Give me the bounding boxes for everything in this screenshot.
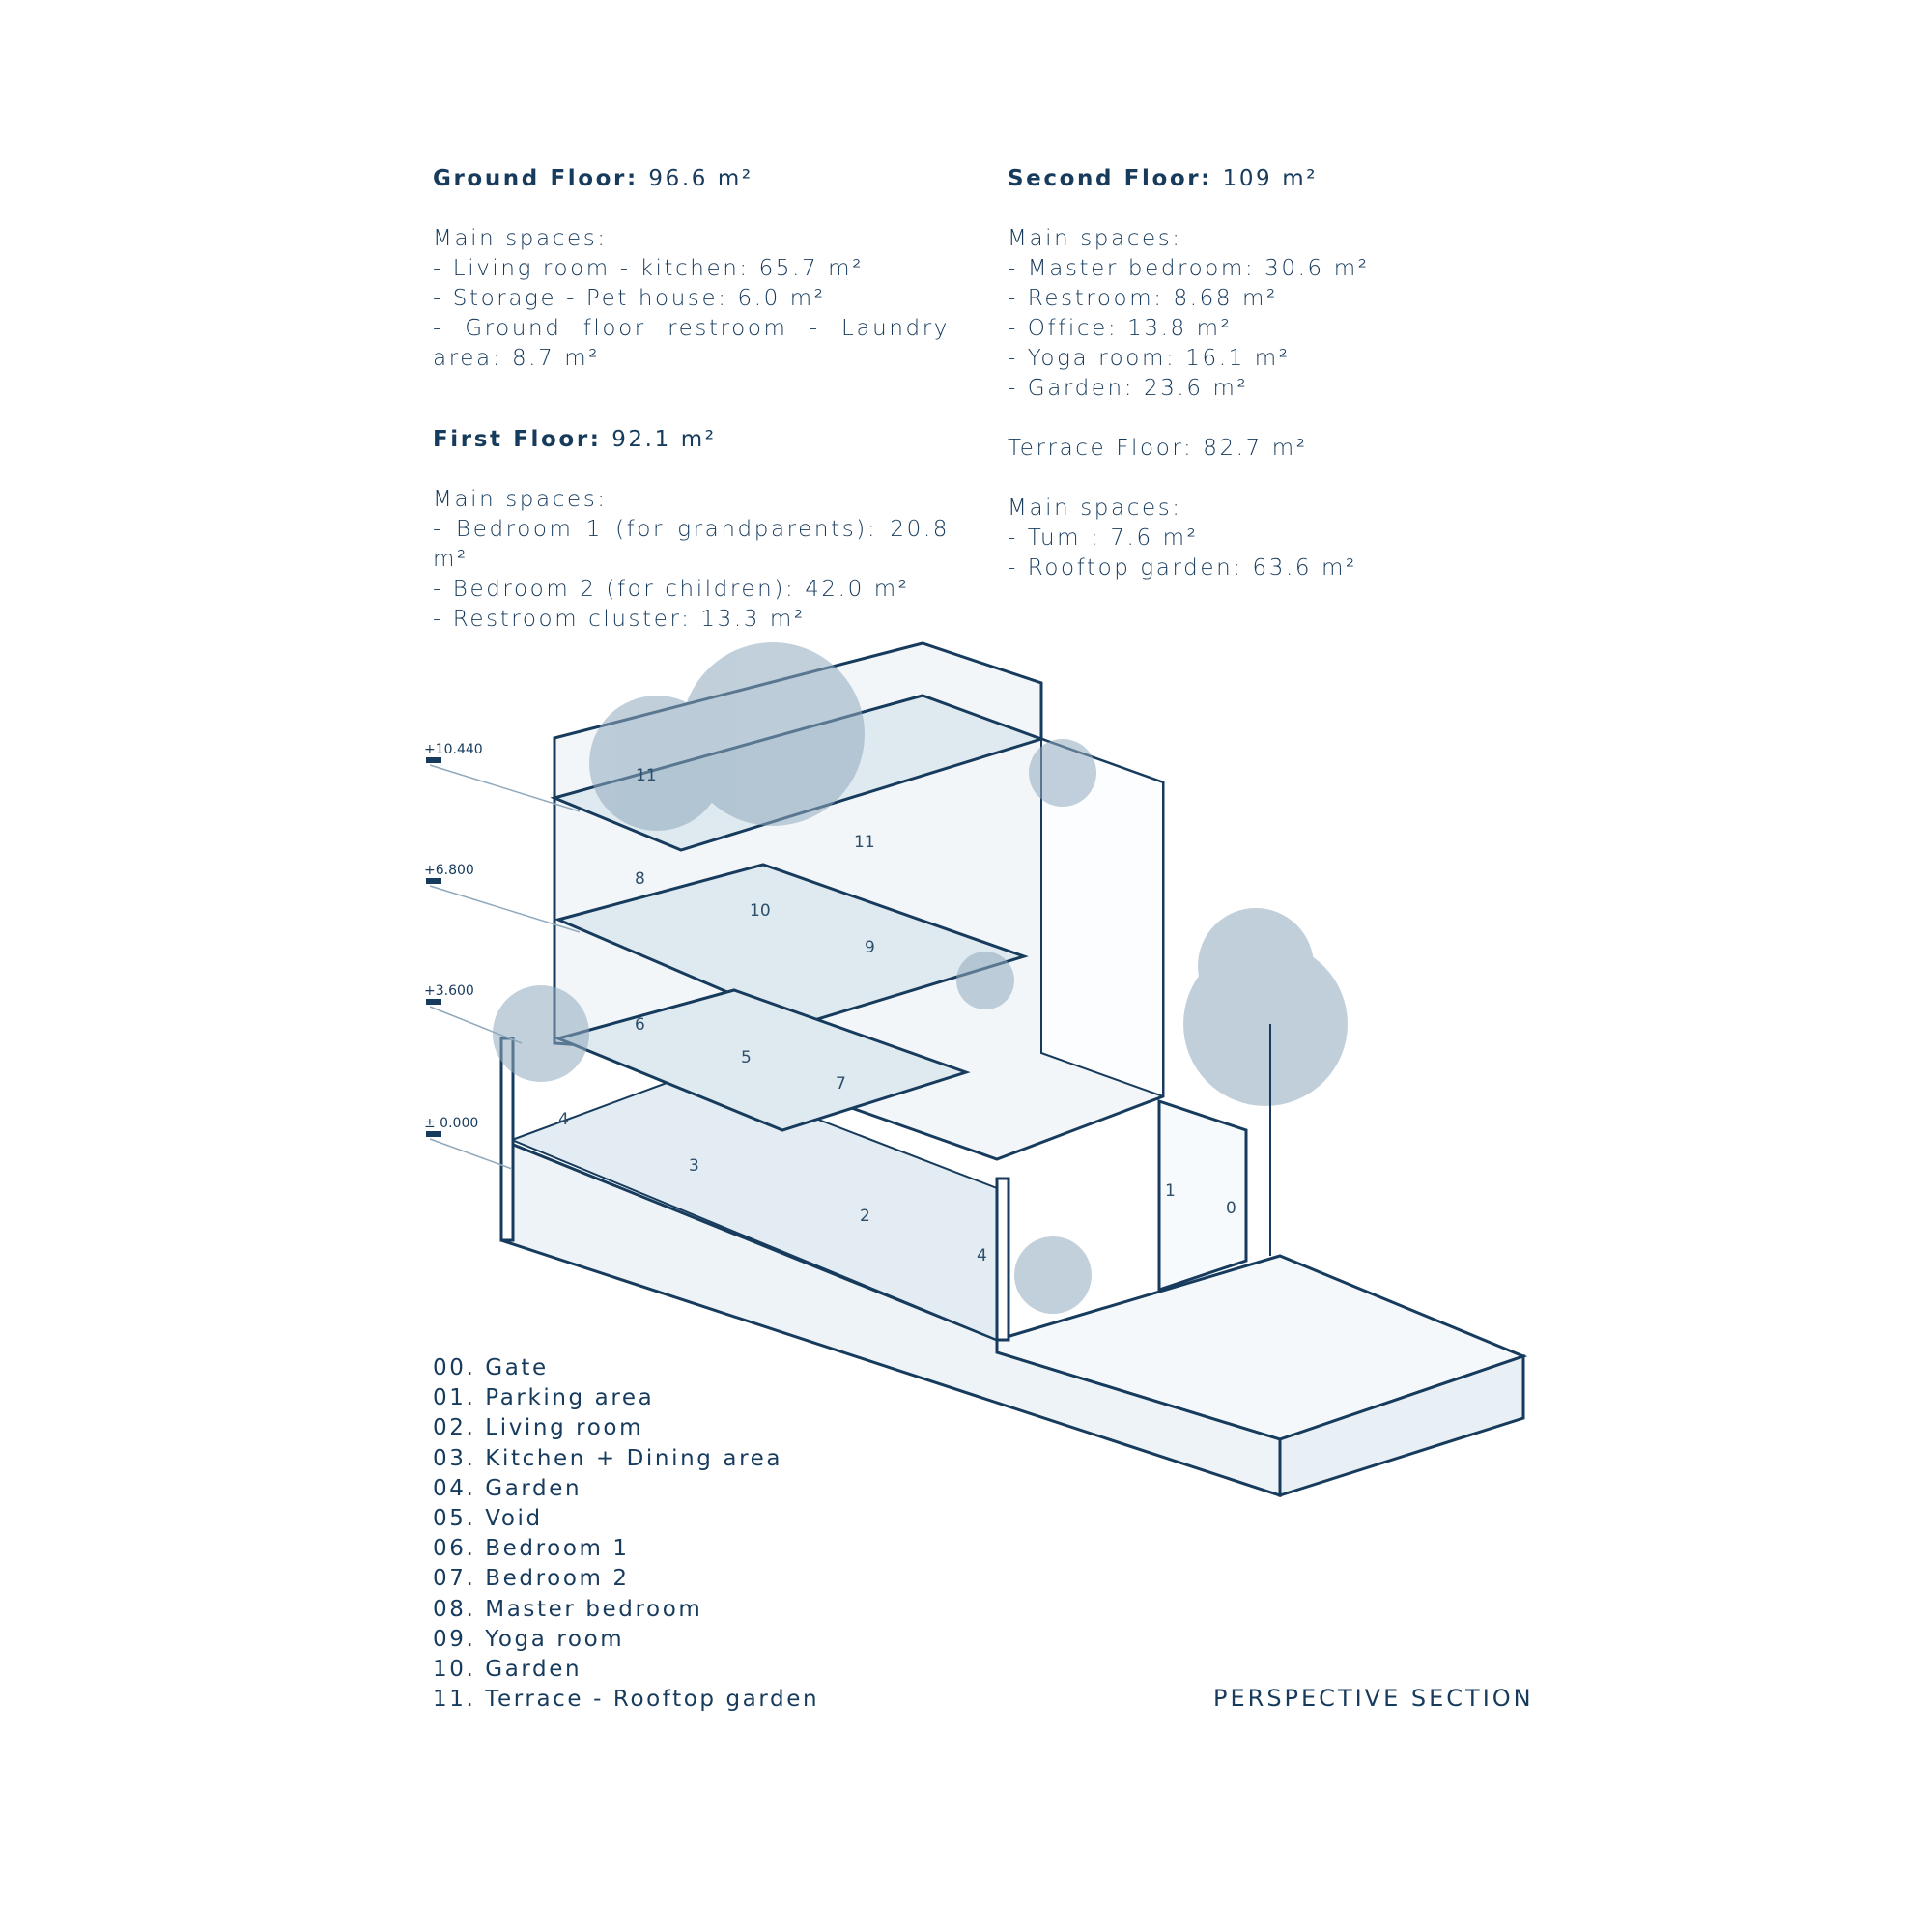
legend-item: 10. Garden bbox=[433, 1657, 582, 1683]
level-label: +3.600 bbox=[424, 983, 474, 999]
floor-areas-right: Second Floor: 109 m² Main spaces: - Mast… bbox=[1008, 164, 1491, 583]
tree-icon bbox=[956, 952, 1014, 1009]
tree-icon bbox=[1014, 1236, 1092, 1314]
ground-floor-item: - Ground floor restroom - Laundry area: … bbox=[433, 316, 950, 371]
room-number: 2 bbox=[860, 1207, 870, 1226]
legend-item: 00. Gate bbox=[433, 1355, 549, 1380]
tree-icon bbox=[493, 985, 589, 1082]
room-number: 4 bbox=[977, 1246, 987, 1265]
legend-item: 08. Master bedroom bbox=[433, 1596, 703, 1622]
legend-item: 06. Bedroom 1 bbox=[433, 1536, 630, 1562]
legend-item: 04. Garden bbox=[433, 1475, 582, 1501]
room-number: 4 bbox=[558, 1110, 569, 1129]
level-leader bbox=[429, 764, 581, 812]
level-label: +6.800 bbox=[424, 863, 474, 878]
level-leader bbox=[429, 1138, 513, 1170]
first-floor-main-label: Main spaces: bbox=[433, 487, 608, 512]
legend-item: 09. Yoga room bbox=[433, 1626, 625, 1652]
second-floor-item: - Office: 13.8 m² bbox=[1008, 316, 1233, 341]
room-number: 7 bbox=[836, 1074, 846, 1094]
ground-floor-item: - Living room - kitchen: 65.7 m² bbox=[433, 256, 865, 281]
second-floor-item: - Master bedroom: 30.6 m² bbox=[1008, 256, 1370, 281]
room-number: 3 bbox=[689, 1156, 699, 1176]
gate-wall bbox=[1157, 1098, 1248, 1293]
legend-item: 02. Living room bbox=[433, 1415, 644, 1441]
tree-icon bbox=[1029, 739, 1096, 807]
level-label: ± 0.000 bbox=[424, 1116, 478, 1131]
legend-item: 03. Kitchen + Dining area bbox=[433, 1445, 783, 1471]
terrace-floor-main-label: Main spaces: bbox=[1008, 496, 1182, 521]
tree-icon bbox=[589, 696, 724, 831]
first-floor-item: - Restroom cluster: 13.3 m² bbox=[433, 607, 806, 632]
room-number: 5 bbox=[741, 1048, 752, 1067]
second-floor-item: - Restroom: 8.68 m² bbox=[1008, 286, 1278, 311]
level-markers bbox=[429, 764, 581, 1170]
level-bar bbox=[426, 1131, 441, 1137]
legend-item: 01. Parking area bbox=[433, 1385, 655, 1411]
tree-icon bbox=[1198, 908, 1314, 1024]
terrace-floor-heading: Terrace Floor: 82.7 m² bbox=[1008, 436, 1308, 461]
legend-item: 05. Void bbox=[433, 1506, 543, 1532]
floor-areas-left: Ground Floor: 96.6 m² Main spaces: - Liv… bbox=[433, 164, 950, 635]
second-floor-item: - Garden: 23.6 m² bbox=[1008, 376, 1249, 401]
terrace-floor-item: - Rooftop garden: 63.6 m² bbox=[1008, 555, 1357, 581]
level-label: +10.440 bbox=[424, 742, 483, 757]
drawing-title: PERSPECTIVE SECTION bbox=[1213, 1685, 1534, 1712]
legend-item: 11. Terrace - Rooftop garden bbox=[433, 1687, 820, 1713]
room-number: 10 bbox=[750, 901, 771, 921]
room-number: 9 bbox=[865, 938, 875, 957]
second-floor-heading: Second Floor: 109 m² bbox=[1008, 166, 1319, 191]
front-wall bbox=[995, 1177, 1010, 1342]
slab-second bbox=[554, 863, 1029, 1026]
first-floor-heading: First Floor: 92.1 m² bbox=[433, 427, 717, 452]
second-floor-main-label: Main spaces: bbox=[1008, 226, 1182, 251]
room-number: 6 bbox=[635, 1015, 645, 1035]
slab-first bbox=[554, 988, 971, 1132]
room-number: 11 bbox=[854, 833, 875, 852]
terrace-floor-item: - Tum : 7.6 m² bbox=[1008, 526, 1199, 551]
legend-item: 07. Bedroom 2 bbox=[433, 1566, 630, 1592]
tree-icon bbox=[681, 642, 865, 826]
tower-side-wall bbox=[1040, 737, 1164, 1098]
ground-floor-heading: Ground Floor: 96.6 m² bbox=[433, 166, 753, 191]
level-bar bbox=[426, 878, 441, 884]
room-number: 1 bbox=[1165, 1181, 1176, 1201]
ground-floor-item: - Storage - Pet house: 6.0 m² bbox=[433, 286, 826, 311]
trees bbox=[493, 642, 1348, 1314]
room-number: 11 bbox=[636, 766, 657, 785]
level-leader bbox=[429, 885, 581, 933]
level-bar bbox=[426, 757, 441, 763]
room-number: 8 bbox=[635, 869, 645, 889]
level-bar bbox=[426, 999, 441, 1005]
first-floor-item: - Bedroom 2 (for children): 42.0 m² bbox=[433, 577, 910, 602]
room-number: 0 bbox=[1226, 1199, 1236, 1218]
ground-floor-main-label: Main spaces: bbox=[433, 226, 608, 251]
second-floor-item: - Yoga room: 16.1 m² bbox=[1008, 346, 1291, 371]
level-leader bbox=[429, 1006, 523, 1044]
room-legend: 00. Gate 01. Parking area 02. Living roo… bbox=[433, 1353, 819, 1715]
first-floor-item: - Bedroom 1 (for grandparents): 20.8 m² bbox=[433, 517, 950, 572]
